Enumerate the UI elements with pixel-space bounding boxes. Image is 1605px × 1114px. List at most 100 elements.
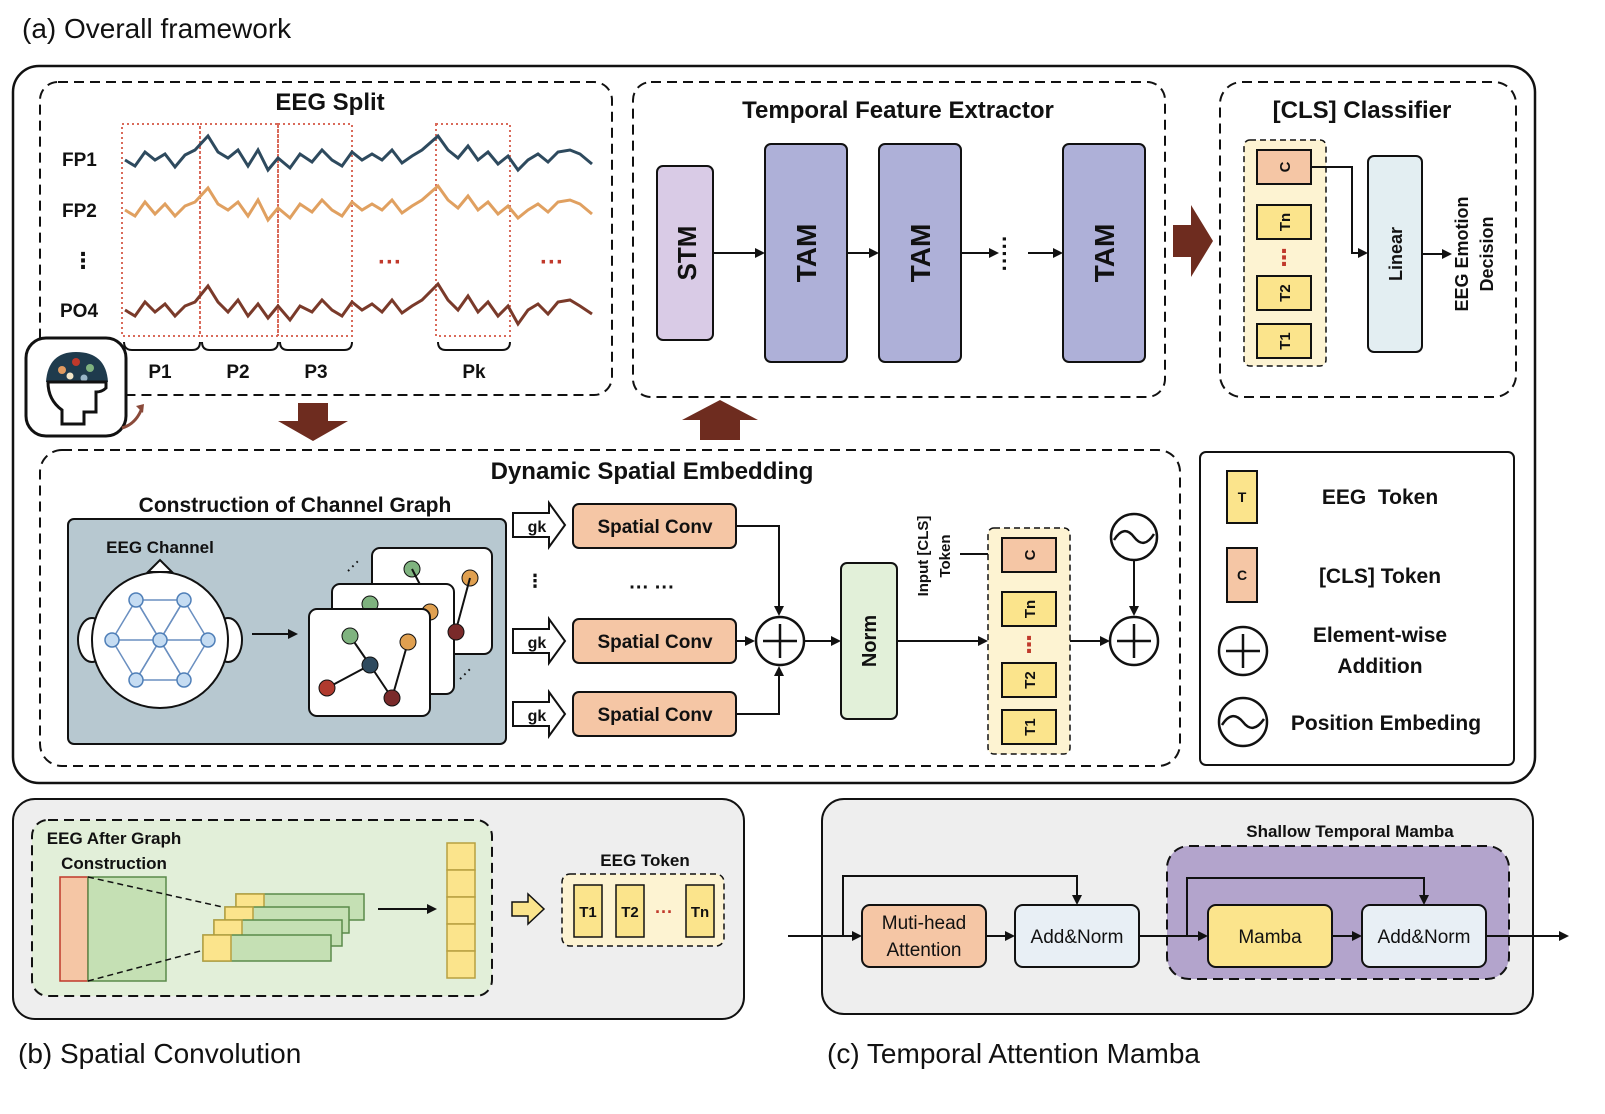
arrow-column-to-tokens [511,892,546,926]
after-graph-line-2: Construction [61,854,167,873]
legend-addition-line-2: Addition [1337,655,1422,678]
patch-label-p3: P3 [304,362,327,383]
electrode-head [77,558,243,709]
input-strip [59,876,89,982]
dse-token-ellipsis: ⋮ [1018,632,1040,657]
gk-label-1: gk [528,519,547,536]
eeg-ellipsis-2: ··· [540,249,564,276]
gk-label-3: gk [528,708,547,725]
token-t1 [573,884,603,938]
graph-title: Construction of Channel Graph [139,494,452,517]
legend-panel: T EEG Token C [CLS] Token Element-wise A… [1199,451,1515,766]
patch-box-pk [435,123,511,337]
token-t2-label: T2 [621,904,639,921]
residual-line-2 [1186,877,1429,936]
dse-token-t1-label: T1 [1022,718,1039,736]
decision-line-1: EEG Emotion [1452,196,1472,311]
legend-eeg-token-icon-text: T [1238,489,1247,505]
arrow-dse-to-extractor [682,400,758,440]
token-tn-label: Tn [691,904,709,921]
tam-label-2: TAM [905,224,936,283]
gk-arrow-3 [512,688,567,740]
patch-box-p3 [277,123,353,337]
norm-label: Norm [859,615,881,667]
legend-position-icon [1217,696,1269,748]
caption-overall: (a) Overall framework [22,13,292,44]
overall-frame [11,64,1537,785]
channel-label-po4: PO4 [60,301,98,322]
mamba-label: Mamba [1238,927,1302,948]
kernel-projection [87,876,167,982]
patch-label-pk: Pk [462,362,486,383]
dse-title: Dynamic Spatial Embedding [491,458,814,485]
patch-label-p1: P1 [148,362,172,383]
temporal-extractor-panel: Temporal Feature Extractor STM TAM TAM T… [632,81,1166,398]
classifier-token-t1-label: T1 [1277,332,1294,350]
classifier-token-ellipsis: ⋮ [1273,245,1295,270]
arrow-c-to-linear [1311,166,1368,258]
spatial-conv-label-1: Spatial Conv [597,517,713,538]
arrow-conv3-sum [736,666,784,715]
caption-spatial-conv: (b) Spatial Convolution [18,1038,301,1069]
channel-label-fp2: FP2 [62,201,97,222]
dse-token-t2-label: T2 [1022,671,1039,689]
head-cap-icon [24,336,144,438]
eeg-wave-fp2 [124,183,593,223]
caption-tam: (c) Temporal Attention Mamba [827,1038,1200,1069]
after-graph-line-1: EEG After Graph [47,829,181,848]
legend-cls-token-label: [CLS] Token [1319,565,1441,588]
spatial-conv-dots: ··· ··· [629,577,675,599]
legend-cls-token-icon-text: C [1237,567,1247,583]
spatial-conv-label-3: Spatial Conv [597,705,713,726]
feature-map-stack [202,893,365,962]
graph-node [318,679,336,697]
add-node-icon [1108,615,1160,667]
gk-vdots: ⋮ [526,571,544,591]
tam-label-1: TAM [791,224,822,283]
patch-bracket-p1 [123,341,201,351]
eeg-wave-po4 [124,281,593,327]
legend-eeg-token-label: EEG Token [1322,486,1438,509]
mha-line-1: Muti-head [882,913,967,934]
stm-label: STM [672,226,702,281]
dse-token-tn-label: Tn [1022,600,1039,618]
token-column-stack [446,842,476,979]
graph-node [383,689,401,707]
decision-line-2: Decision [1477,216,1497,291]
classifier-token-c [1256,149,1312,185]
graph-node [399,633,417,651]
dse-token-c-label: C [1022,549,1039,560]
tam-panel: Shallow Temporal Mamba Muti-head Attenti… [788,798,1569,1015]
eeg-split-panel: EEG Split FP1 FP2 ⋮ PO4 ··· ··· P1 P2 P3… [39,81,613,396]
arrow-extractor-to-classifier [1173,205,1213,277]
mha-line-2: Attention [887,940,962,961]
channel-label-ellipsis: ⋮ [72,248,94,273]
sum-node-icon [754,615,806,667]
patch-bracket-pk [437,341,511,351]
cls-classifier-panel: [CLS] Classifier C Tn ⋮ T2 T1 Linear EEG… [1219,81,1517,398]
linear-label: Linear [1386,227,1406,281]
gk-label-2: gk [528,635,547,652]
eeg-split-title: EEG Split [275,89,384,116]
eeg-ellipsis-1: ··· [378,249,402,276]
eeg-wave-fp1 [124,133,593,173]
token-t1-label: T1 [579,904,597,921]
legend-addition-line-1: Element-wise [1313,624,1447,647]
patch-bracket-p2 [201,341,279,351]
gk-arrow-2 [512,615,567,667]
classifier-token-t2-label: T2 [1277,284,1294,302]
eeg-channel-label: EEG Channel [106,538,214,557]
residual-line-1 [842,875,1082,936]
patch-label-p2: P2 [226,362,249,383]
dse-token-c [1001,537,1057,573]
legend-addition-icon [1217,625,1269,677]
extractor-dots: ····· [992,235,1017,272]
token-t2 [615,884,645,938]
legend-position-label: Position Embeding [1291,712,1481,735]
graph-node [361,656,379,674]
add-norm-label-1: Add&Norm [1031,927,1124,948]
graph-node [341,627,359,645]
arrow-conv1-sum [736,525,784,616]
arrow-split-to-dse [278,403,348,441]
